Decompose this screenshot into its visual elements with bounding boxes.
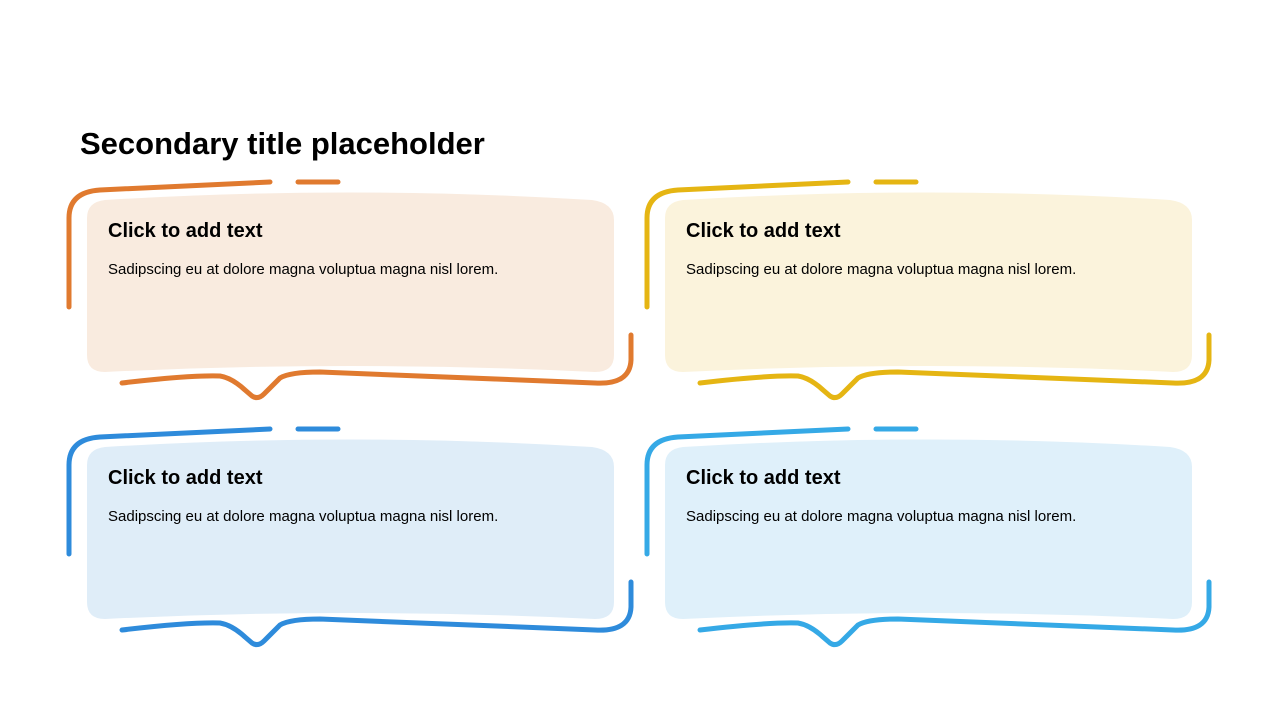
card-body[interactable]: Sadipscing eu at dolore magna voluptua m… [108,508,499,525]
callout-frame-1 [66,179,634,401]
card-background [87,192,614,372]
card-background [87,439,614,619]
frame-stroke [644,179,851,310]
card-background [665,439,1192,619]
callout-frame-3 [66,426,634,648]
card-body[interactable]: Sadipscing eu at dolore magna voluptua m… [686,261,1077,278]
frame-stroke [644,426,851,557]
card-body[interactable]: Sadipscing eu at dolore magna voluptua m… [108,261,499,278]
frame-stroke [66,179,273,310]
text-card-2[interactable]: Click to add text Sadipscing eu at dolor… [686,220,1186,278]
frame-stroke [697,332,1212,401]
frame-stroke [119,332,634,401]
callout-frame-4 [644,426,1212,648]
frame-stroke [697,579,1212,648]
card-heading[interactable]: Click to add text [108,467,263,489]
card-background [665,192,1192,372]
callout-frame-2 [644,179,1212,401]
frame-stroke [119,579,634,648]
card-body[interactable]: Sadipscing eu at dolore magna voluptua m… [686,508,1077,525]
frame-stroke [66,426,273,557]
text-card-3[interactable]: Click to add text Sadipscing eu at dolor… [108,467,608,525]
text-card-1[interactable]: Click to add text Sadipscing eu at dolor… [108,220,608,278]
card-heading[interactable]: Click to add text [686,220,841,242]
card-heading[interactable]: Click to add text [108,220,263,242]
text-card-4[interactable]: Click to add text Sadipscing eu at dolor… [686,467,1186,525]
slide-title[interactable]: Secondary title placeholder [80,126,485,161]
card-heading[interactable]: Click to add text [686,467,841,489]
